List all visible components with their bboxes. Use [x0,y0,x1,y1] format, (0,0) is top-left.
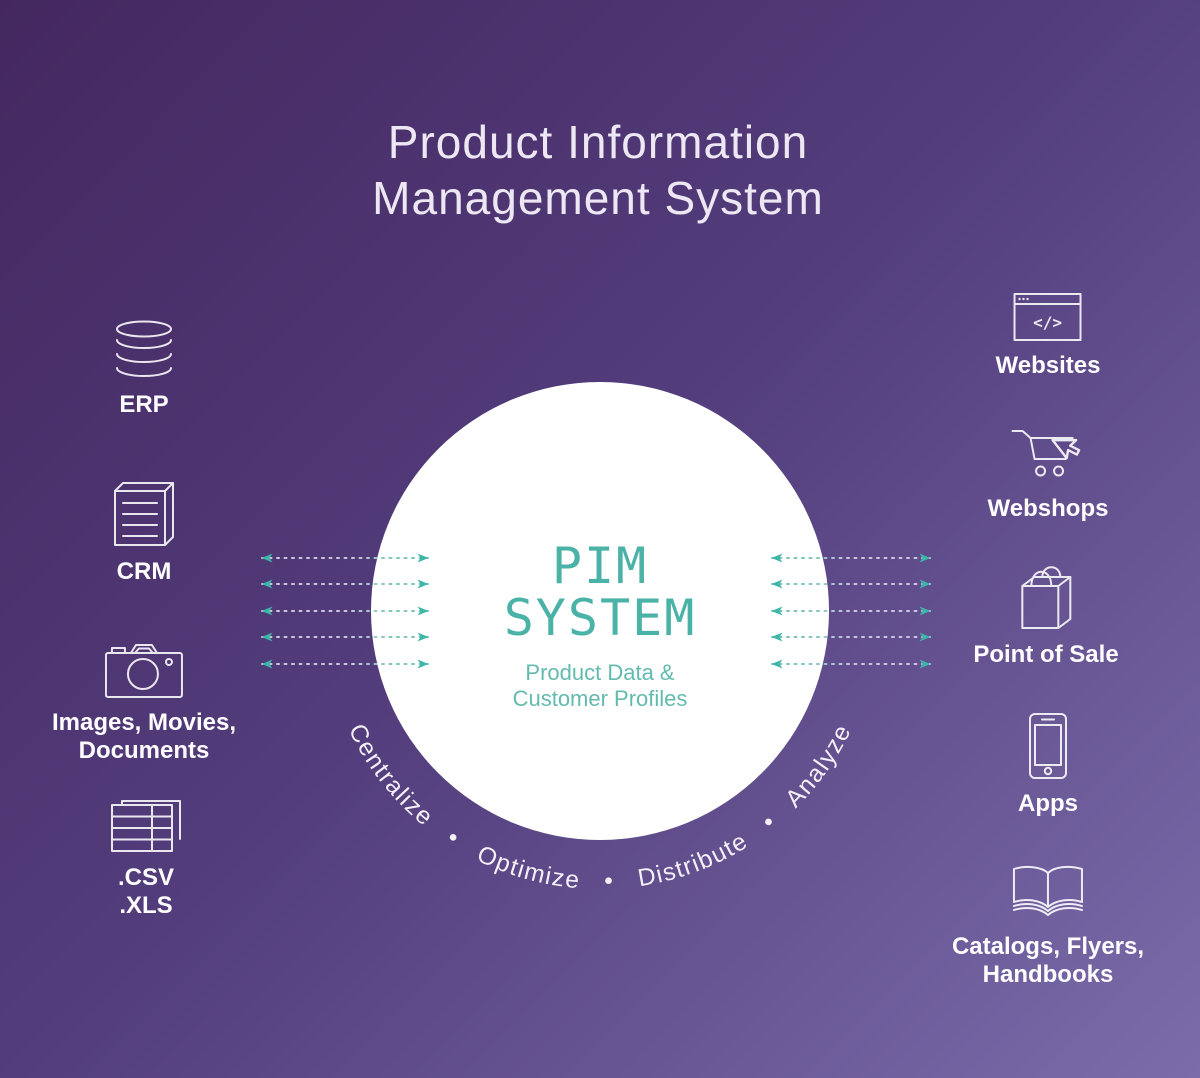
camera-icon [104,644,183,698]
source-label: ERP [119,391,169,418]
source-label-line2: Documents [78,737,210,764]
source-label: CRM [116,558,172,585]
database-icon [116,320,172,377]
source-label: .CSV .XLS [118,864,174,920]
sync-arrows-left [261,553,429,669]
shopping-bag-icon [1020,566,1071,629]
channel-label: Apps [1018,790,1078,817]
channel-catalogs: Catalogs, Flyers, Handbooks [952,864,1144,989]
page-title-line2: Management System [372,172,824,224]
channel-label-line1: Catalogs, Flyers, [951,933,1145,960]
code-glyph: </> [1034,313,1063,332]
source-label-line1: Images, Movies, [51,709,237,736]
spreadsheet-icon [111,800,181,852]
hub-name-line1: PIM [551,537,649,595]
channel-label: Webshops [987,495,1109,522]
hub-name: PIM SYSTEM [504,540,697,644]
source-label-line2: .XLS [119,892,173,919]
channel-point-of-sale: Point of Sale [973,560,1119,669]
channel-label: Catalogs, Flyers, Handbooks [952,933,1144,989]
page-title: Product Information Management System [372,114,824,226]
document-icon [114,482,174,546]
channel-label: Point of Sale [973,641,1119,668]
channel-label-line2: Handbooks [982,961,1114,988]
source-label-line1: .CSV [117,864,174,891]
hub-subtitle-line1: Product Data & [525,660,675,685]
channel-apps: Apps [1018,713,1078,818]
hub-name-line2: SYSTEM [503,589,697,647]
hub-subtitle: Product Data & Customer Profiles [504,660,697,712]
hub-subtitle-line2: Customer Profiles [512,686,688,711]
channel-websites: </> Websites [995,293,1101,380]
cart-cursor-icon [1012,430,1081,477]
source-label: Images, Movies, Documents [52,709,236,765]
smartphone-icon [1029,713,1067,779]
browser-code-icon: </> [1014,293,1082,341]
channel-label: Websites [995,352,1101,379]
hub-text: PIM SYSTEM Product Data & Customer Profi… [504,540,697,712]
hub-circle [371,382,829,840]
source-erp: ERP [114,320,174,419]
open-book-icon [1012,865,1083,916]
source-media: Images, Movies, Documents [52,641,236,765]
channel-webshops: Webshops [987,424,1109,523]
source-crm: CRM [113,481,175,586]
source-files: .CSV .XLS [110,799,182,920]
page-title-line1: Product Information [387,116,809,168]
